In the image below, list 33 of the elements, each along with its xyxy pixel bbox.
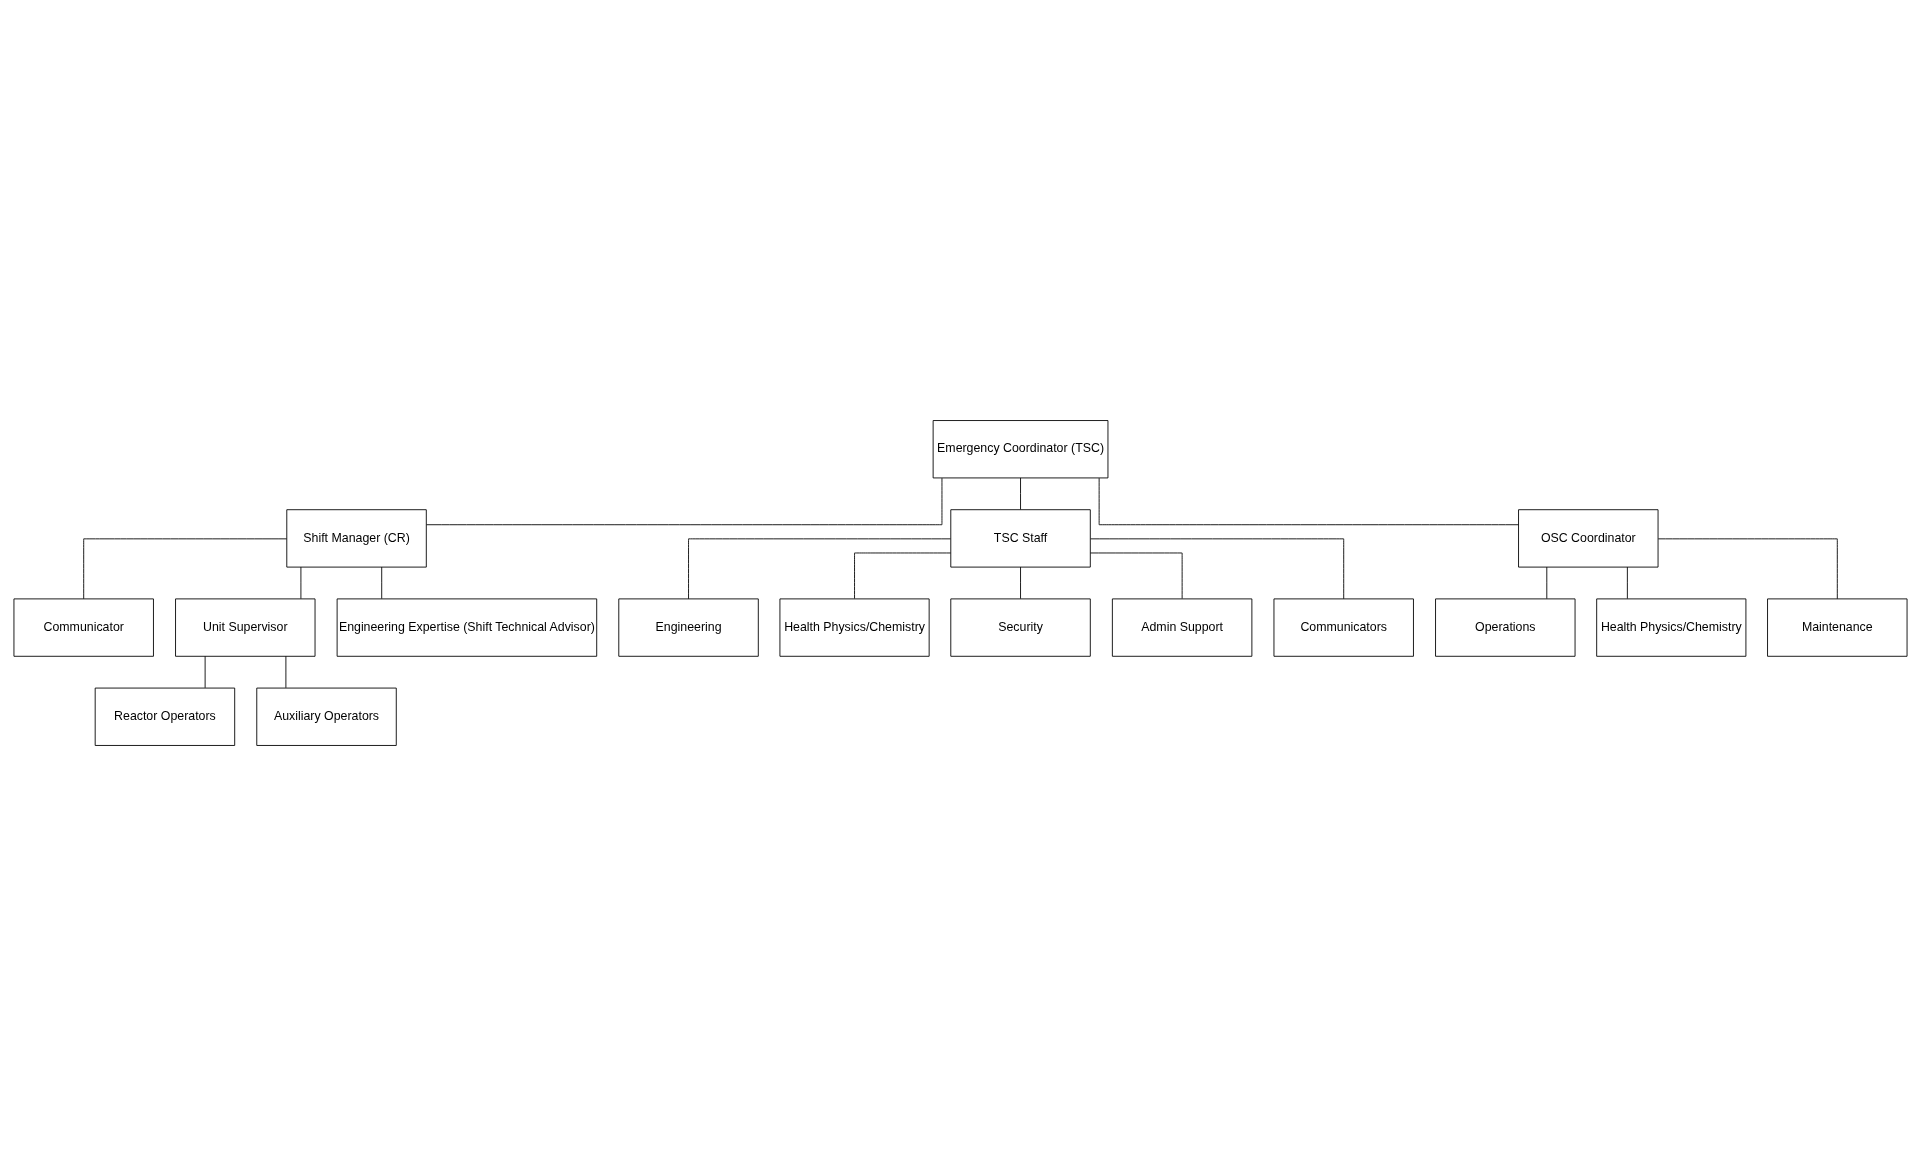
node-box: Communicator: [13, 597, 154, 657]
node-box: Unit Supervisor: [175, 597, 316, 657]
connector: [1020, 566, 1021, 599]
node-box: OSC Coordinator: [1518, 508, 1659, 568]
node-box: TSC Staff: [950, 508, 1091, 568]
node-box: Admin Support: [1111, 597, 1253, 657]
connector: [854, 552, 952, 599]
node-box: Reactor Operators: [94, 687, 236, 746]
node-box: Engineering Expertise (Shift Technical Advisor): [336, 597, 598, 657]
connector: [300, 566, 302, 599]
connector: [1626, 566, 1628, 599]
connector: [1090, 537, 1345, 599]
connector: [285, 655, 287, 688]
node-box: Security: [950, 597, 1091, 657]
connector: [83, 537, 288, 599]
node-box: Maintenance: [1767, 597, 1908, 657]
node-box: Auxiliary Operators: [256, 687, 397, 746]
node-box: Communicators: [1273, 597, 1414, 657]
connector: [204, 655, 206, 688]
connector: [1657, 537, 1838, 599]
connector: [1546, 566, 1548, 599]
node-box: Engineering: [618, 597, 759, 657]
connector: [1020, 477, 1021, 510]
connector: [381, 566, 383, 599]
connector: [688, 537, 951, 599]
connector: [426, 477, 943, 525]
connector: [1098, 477, 1519, 525]
node-box: Operations: [1435, 597, 1576, 657]
node-box: Health Physics/Chemistry: [779, 597, 930, 657]
node-box: Health Physics/Chemistry: [1596, 597, 1747, 657]
node-box: Emergency Coordinator (TSC): [932, 419, 1109, 478]
connector: [1090, 552, 1183, 599]
node-box: Shift Manager (CR): [286, 508, 427, 568]
